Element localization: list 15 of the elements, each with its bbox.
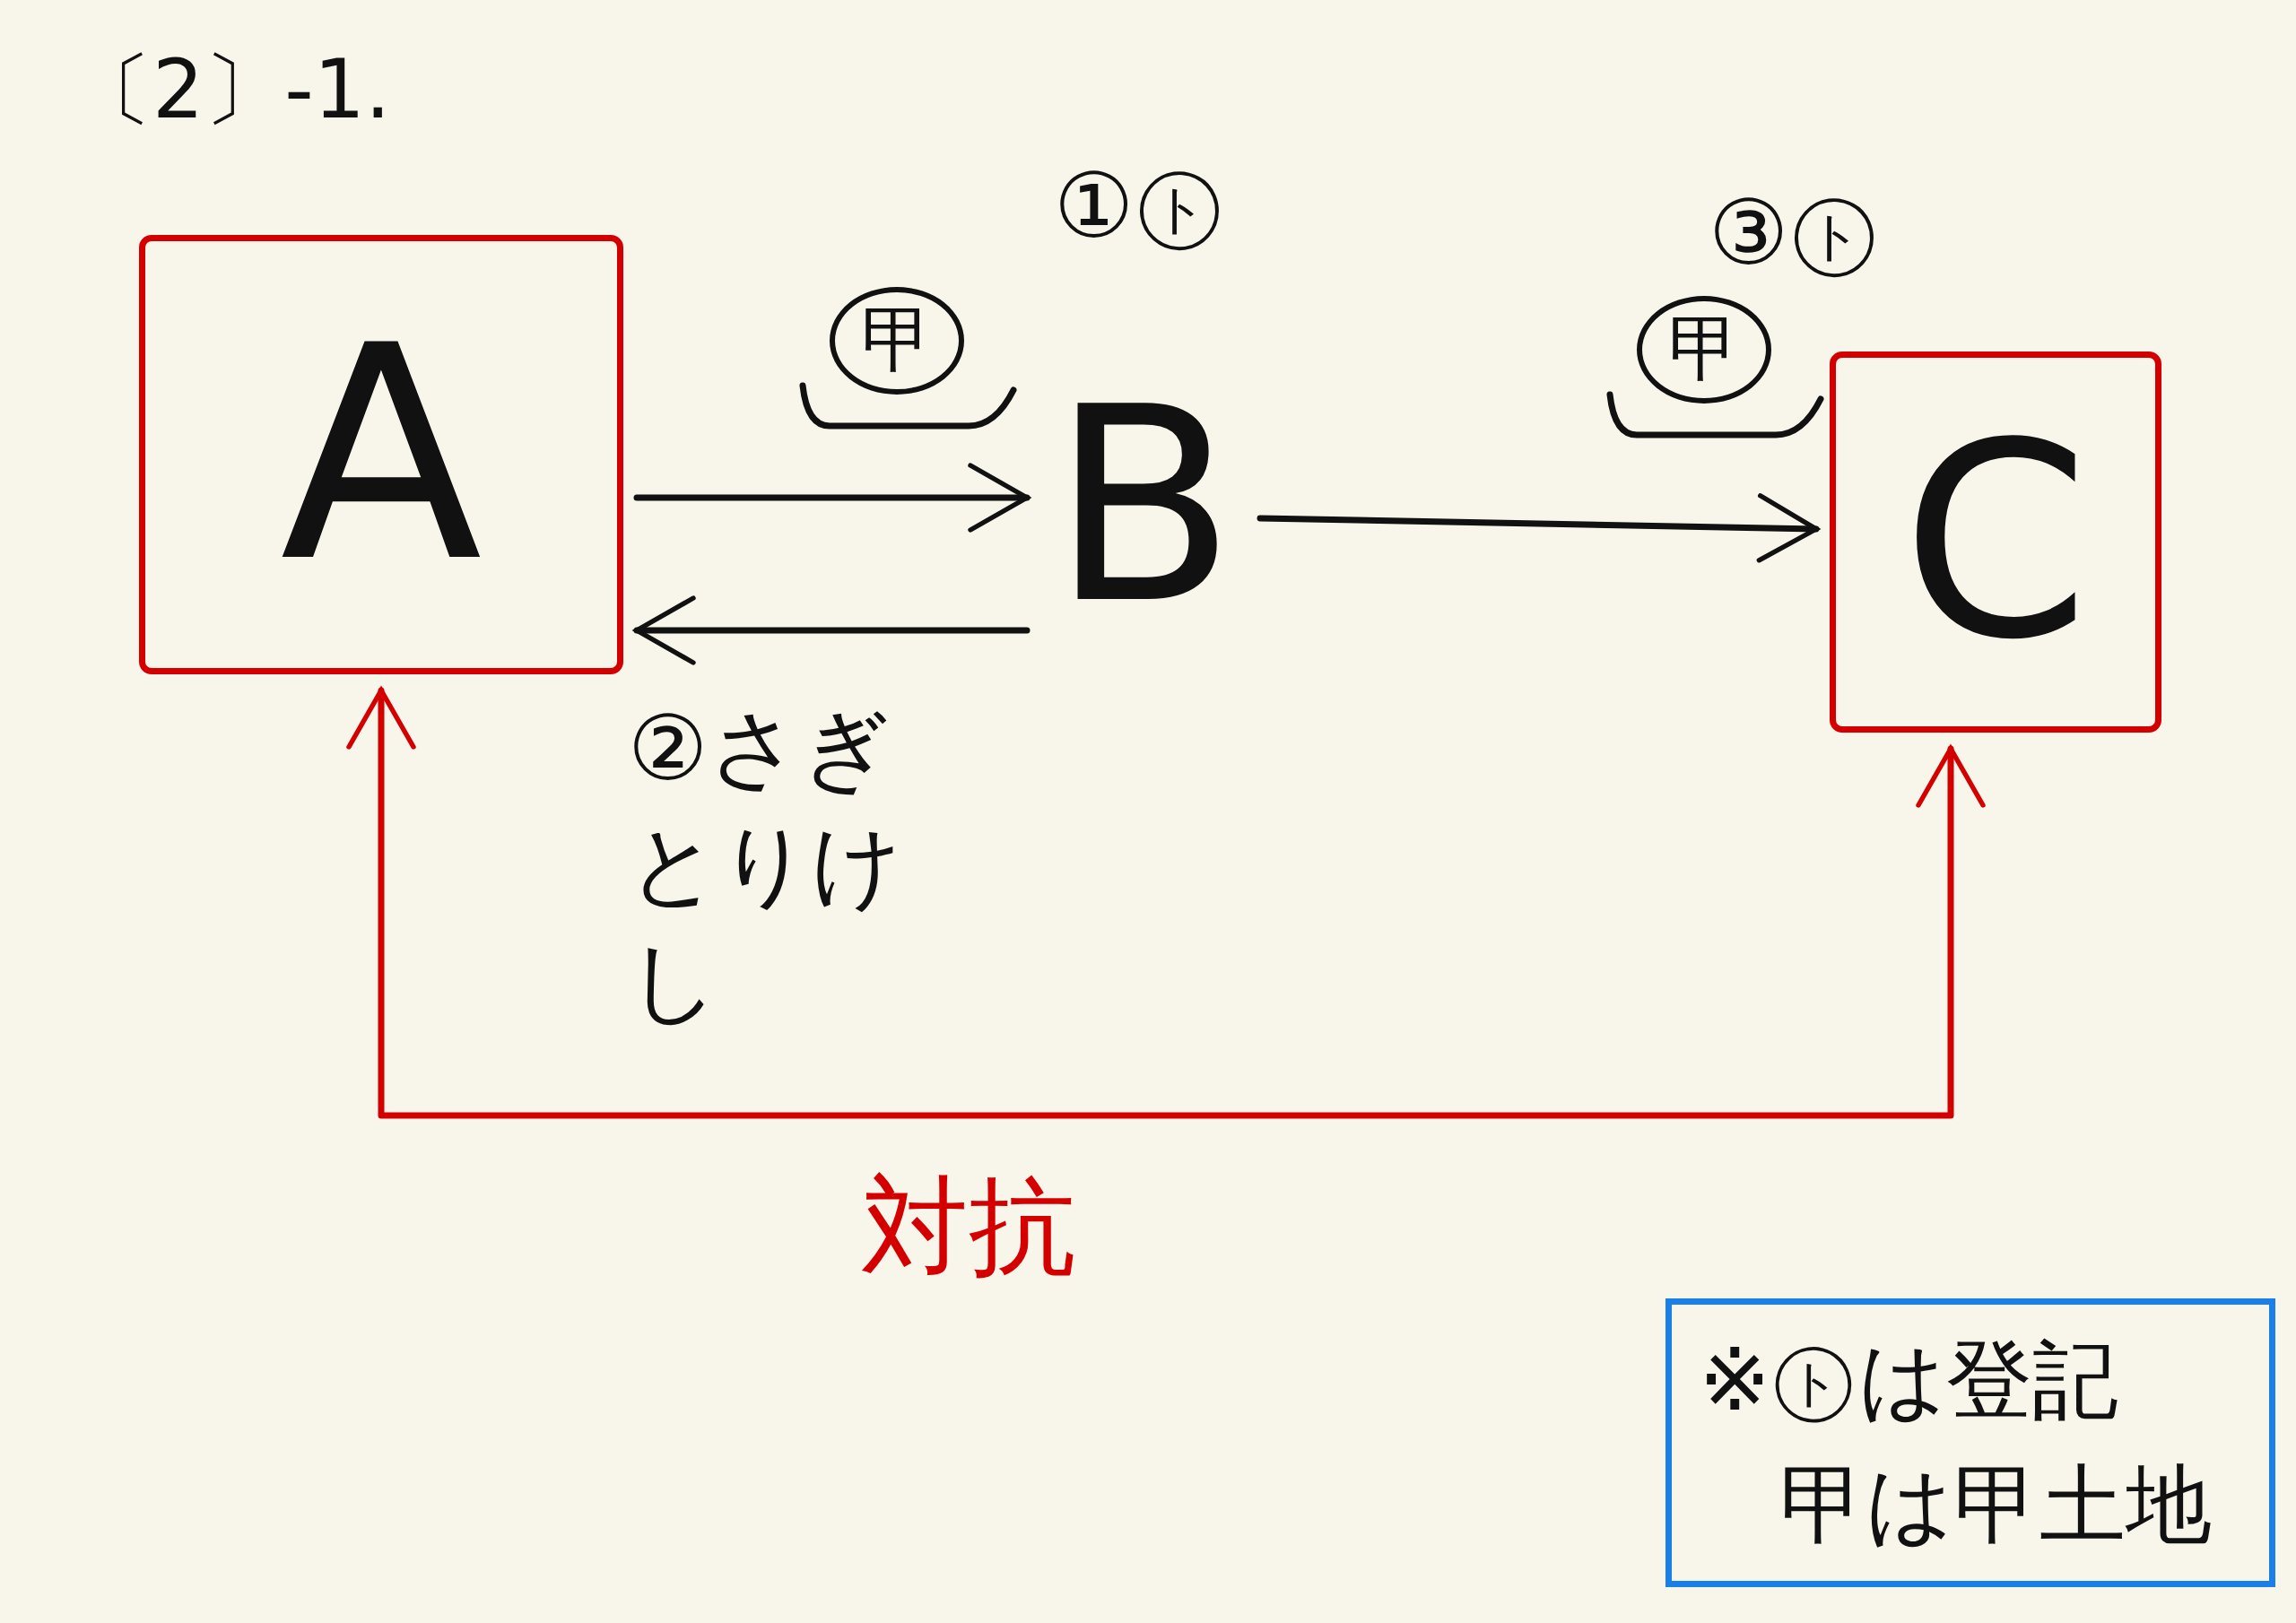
circled-label: 甲 (830, 287, 964, 395)
arrow (1257, 493, 1820, 563)
circled-label: 甲 (1637, 296, 1771, 404)
letter-box (139, 235, 623, 674)
arrow (633, 463, 1031, 533)
node-letter: B (1051, 372, 1236, 641)
letter-box (1830, 352, 2161, 733)
node-letter: A (280, 307, 483, 603)
title: 〔2〕-1. (72, 41, 391, 138)
note-text: ※㋣は登記 (1699, 1328, 2119, 1432)
note-box (1665, 1298, 2275, 1587)
node-letter: C (1901, 407, 2090, 677)
arrow (346, 687, 1986, 1119)
arrow (633, 595, 1031, 665)
note-text: 甲は甲土地 (1779, 1454, 2212, 1557)
